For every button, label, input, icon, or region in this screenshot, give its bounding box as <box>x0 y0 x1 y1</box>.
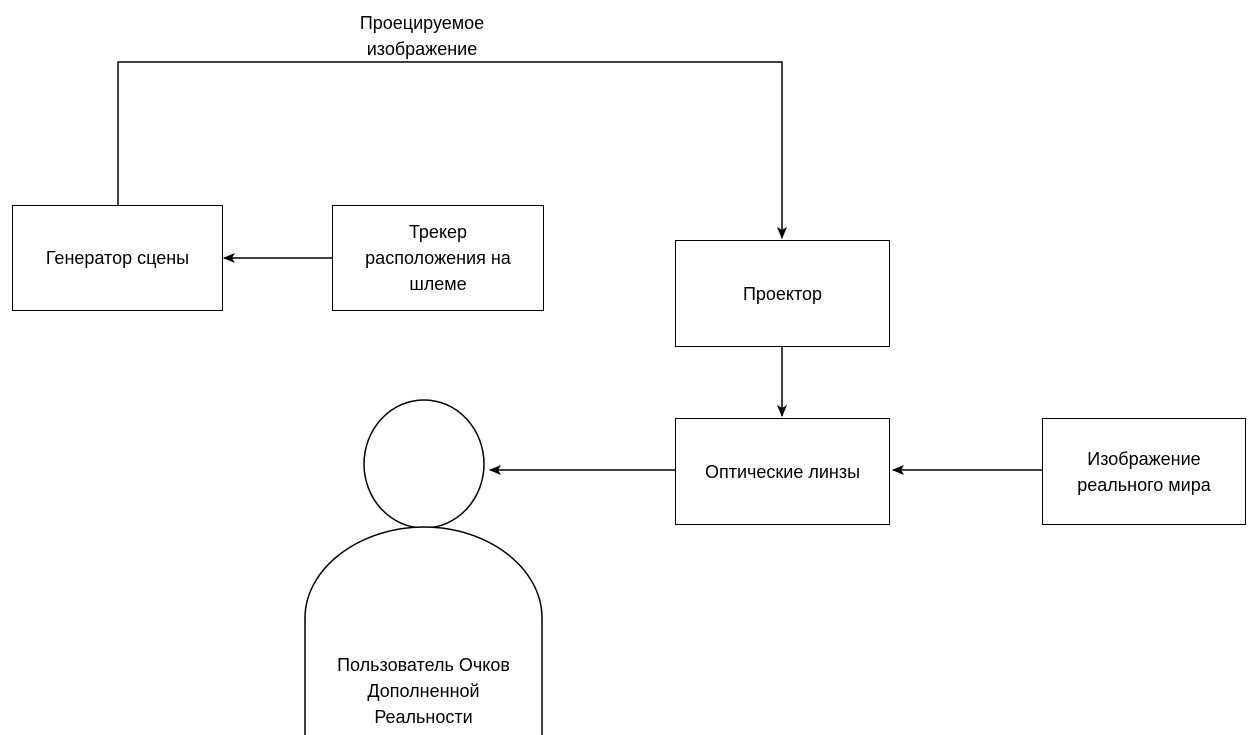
helmet-tracker-label: Трекер расположения на шлеме <box>365 222 511 294</box>
scene-generator-label: Генератор сцены <box>45 248 190 268</box>
user-label: Пользователь Очков Дополненной Реальност… <box>337 655 510 727</box>
scene-generator-node: Генератор сцены <box>12 205 223 311</box>
projector-node: Проектор <box>675 240 890 347</box>
optical-lenses-label: Оптические линзы <box>704 461 861 482</box>
user-head <box>363 399 485 529</box>
projected-image-label: Проецируемое изображение <box>359 13 485 59</box>
edge-projected-image <box>117 61 787 239</box>
helmet-tracker-node: Трекер расположения на шлеме <box>332 205 544 311</box>
real-world-node: Изображение реального мира <box>1042 418 1246 525</box>
projector-label: Проектор <box>742 283 823 304</box>
optical-lenses-node: Оптические линзы <box>675 418 890 525</box>
real-world-label: Изображение реального мира <box>1077 448 1211 495</box>
user-body <box>304 526 543 735</box>
